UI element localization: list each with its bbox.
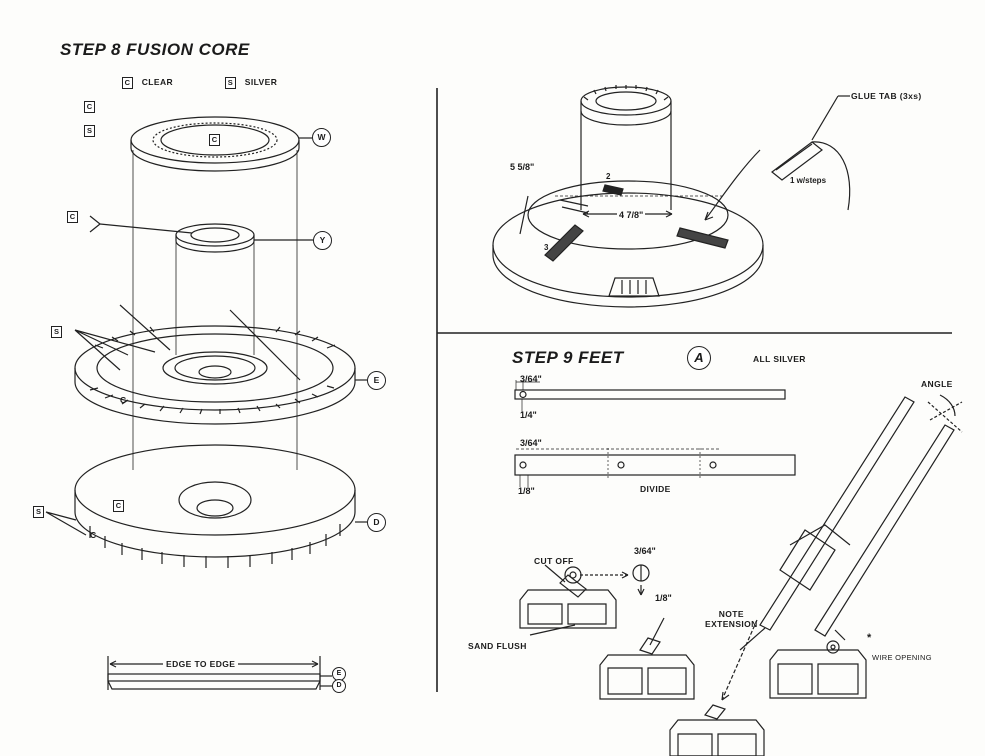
callout-c-bot: C	[113, 500, 124, 512]
dim-3-64-b: 3/64"	[520, 438, 542, 448]
leg-right	[769, 394, 963, 699]
disc-e	[74, 325, 356, 425]
glue-tab-arrow	[704, 149, 761, 221]
dim-3-64-c: 3/64"	[634, 546, 656, 556]
callout-c2: C	[67, 211, 78, 223]
strip-one	[514, 380, 786, 413]
part-d-circle: D	[367, 513, 386, 532]
dim-1-8-b: 1/8"	[655, 593, 672, 603]
base-d	[74, 444, 356, 568]
callout-c-bot2: C	[90, 530, 97, 540]
callout-s1: S	[84, 125, 95, 137]
foot-assembly-3	[669, 704, 765, 756]
glue-tab-label: GLUE TAB (3xs)	[851, 91, 922, 101]
part-2-label: 2	[606, 172, 611, 181]
foot-assembly-1	[519, 564, 650, 636]
divide-label: DIVIDE	[640, 484, 671, 494]
silver-label: SILVER	[244, 77, 278, 87]
legend-clear: C CLEAR	[122, 77, 173, 89]
dim-1-8-a: 1/8"	[518, 486, 535, 496]
angle-label: ANGLE	[921, 379, 953, 389]
glue-tab-part	[771, 141, 851, 211]
cut-off-label: CUT OFF	[534, 556, 574, 566]
dim-1-4: 1/4"	[520, 410, 537, 420]
disc-y	[175, 223, 255, 253]
dim-3-64-a: 3/64"	[520, 374, 542, 384]
edge-to-edge-label: EDGE TO EDGE	[163, 659, 239, 669]
note-extension-label: NOTE EXTENSION	[705, 609, 758, 629]
outer-dimension: 5 5/8"	[510, 162, 535, 172]
part-e-circle: E	[367, 371, 386, 390]
wire-opening-label: WIRE OPENING	[872, 653, 932, 662]
silver-code-box: S	[225, 77, 236, 89]
clear-label: CLEAR	[141, 77, 174, 87]
asterisk-mark: *	[867, 632, 872, 644]
all-silver-label: ALL SILVER	[753, 354, 806, 364]
strip-two	[514, 448, 796, 487]
part-a-circle: A	[687, 346, 711, 370]
step8-title: STEP 8 FUSION CORE	[60, 40, 250, 59]
ring-w	[130, 116, 300, 172]
edge-to-edge-drawing	[107, 656, 332, 690]
callout-s3: S	[33, 506, 44, 518]
inner-dimension: 4 7/8"	[617, 210, 646, 220]
edge-d-circle: D	[332, 679, 346, 693]
part-3-label: 3	[544, 243, 549, 252]
callout-c-top: C	[209, 134, 220, 146]
legend-silver: S SILVER	[225, 77, 277, 89]
part-w-circle: W	[312, 128, 331, 147]
step9-title: STEP 9 FEET	[512, 348, 624, 367]
callout-s2: S	[51, 326, 62, 338]
w-steps-label: 1 w/steps	[790, 176, 827, 185]
clear-code-box: C	[122, 77, 133, 89]
callout-c-mid: C	[120, 395, 127, 405]
saucer-assembly	[492, 85, 764, 308]
sand-flush-label: SAND FLUSH	[468, 641, 527, 651]
callout-c1: C	[84, 101, 95, 113]
foot-assembly-2	[599, 617, 695, 700]
part-y-circle: Y	[313, 231, 332, 250]
leg-left	[721, 396, 915, 701]
